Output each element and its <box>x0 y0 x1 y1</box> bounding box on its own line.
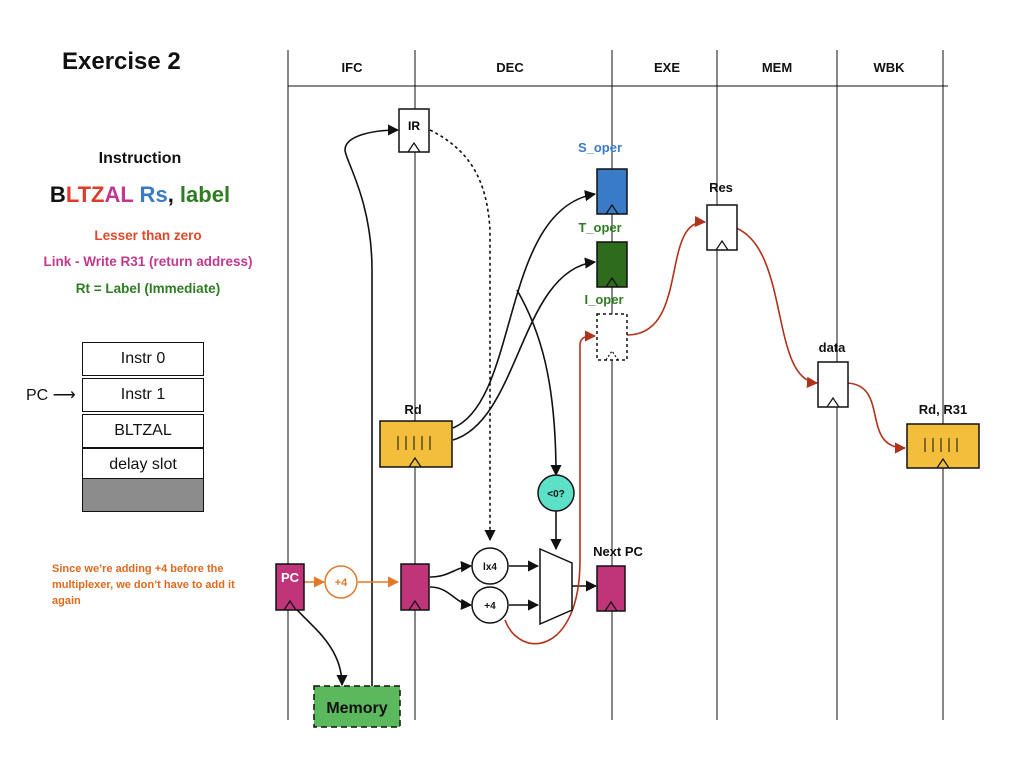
s-oper-register <box>596 168 628 215</box>
rd-label: Rd <box>404 402 421 417</box>
wire-reg-lx4 <box>429 561 473 578</box>
i-oper-register <box>596 313 628 361</box>
note-lesser: Lesser than zero <box>94 228 202 243</box>
lx4-shifter: lx4 <box>471 547 509 585</box>
stage-exe: EXE <box>654 60 680 75</box>
stage-ifc: IFC <box>342 60 364 75</box>
wire-memory-ir <box>344 124 400 688</box>
rd-r31-register-file <box>906 423 980 469</box>
res-register <box>706 204 738 251</box>
pc-pointer-text: PC <box>26 387 49 404</box>
side-note: Since we’re adding +4 before the multipl… <box>52 563 235 607</box>
instr-ltz: LTZ <box>65 182 105 207</box>
instr-b: B <box>49 182 66 207</box>
s-oper-label: S_oper <box>578 140 622 155</box>
plus4-adder-ifc: +4 <box>324 565 358 599</box>
data-label: data <box>819 340 847 355</box>
instr-rs: Rs <box>133 182 168 207</box>
stage-wbk: WBK <box>873 60 905 75</box>
ir-register: IR <box>398 108 430 153</box>
plus4-ifc-label: +4 <box>335 577 348 589</box>
plus4-adder-dec: +4 <box>471 586 509 624</box>
next-pc-mux <box>539 547 573 626</box>
t-oper-register <box>596 241 628 288</box>
i-oper-label: I_oper <box>584 292 623 307</box>
pc-pointer-label: PC ⟶ <box>26 385 76 405</box>
memory-label: Memory <box>326 700 387 717</box>
rd-r31-label: Rd, R31 <box>919 402 967 417</box>
instruction-text: BLTZAL Rs, label <box>0 182 280 208</box>
wire-res-data <box>735 227 819 388</box>
note-link: Link - Write R31 (return address) <box>43 254 253 269</box>
pc-register: PC <box>275 563 305 611</box>
wire-reg-plus4 <box>429 586 473 610</box>
res-label: Res <box>709 180 733 195</box>
stage-dec: DEC <box>496 60 524 75</box>
memory-row-1: Instr 1 <box>82 378 204 412</box>
note-rt: Rt = Label (Immediate) <box>75 281 221 296</box>
wire-to-lt0 <box>516 289 562 477</box>
ir-label: IR <box>408 119 420 133</box>
pc-label: PC <box>281 570 300 585</box>
memory-row-3: delay slot <box>82 448 204 482</box>
arrow-right-icon: ⟶ <box>52 387 76 404</box>
lx4-label: lx4 <box>483 562 497 573</box>
instr-al: AL <box>104 182 134 207</box>
dec-pc-register <box>400 563 430 611</box>
lt0-comparator: <0? <box>537 474 575 512</box>
wire-plus4-ioper <box>504 330 597 645</box>
instruction-heading: Instruction <box>98 150 182 167</box>
memory-row-4 <box>82 478 204 512</box>
next-pc-label: Next PC <box>593 544 643 559</box>
wire-pc-memory <box>289 599 348 687</box>
next-pc-register <box>596 565 626 612</box>
stage-mem: MEM <box>762 60 792 75</box>
wire-ir-lx4-dashed <box>429 129 496 542</box>
instruction-memory: Memory <box>313 685 401 728</box>
wire-ioper-res <box>626 215 707 336</box>
wire-rd-soper <box>452 190 597 429</box>
instr-comma: , <box>167 182 180 207</box>
exercise-title: Exercise 2 <box>62 48 181 75</box>
memory-row-2: BLTZAL <box>82 414 204 448</box>
plus4-dec-label: +4 <box>484 601 496 612</box>
wire-rd-toper <box>452 257 597 441</box>
t-oper-label: T_oper <box>578 220 621 235</box>
rd-register-file <box>379 420 453 468</box>
lt0-label: <0? <box>547 489 565 500</box>
instr-label: label <box>179 182 231 207</box>
data-register <box>817 361 849 408</box>
wire-data-rd31 <box>846 382 907 454</box>
memory-row-0: Instr 0 <box>82 342 204 376</box>
